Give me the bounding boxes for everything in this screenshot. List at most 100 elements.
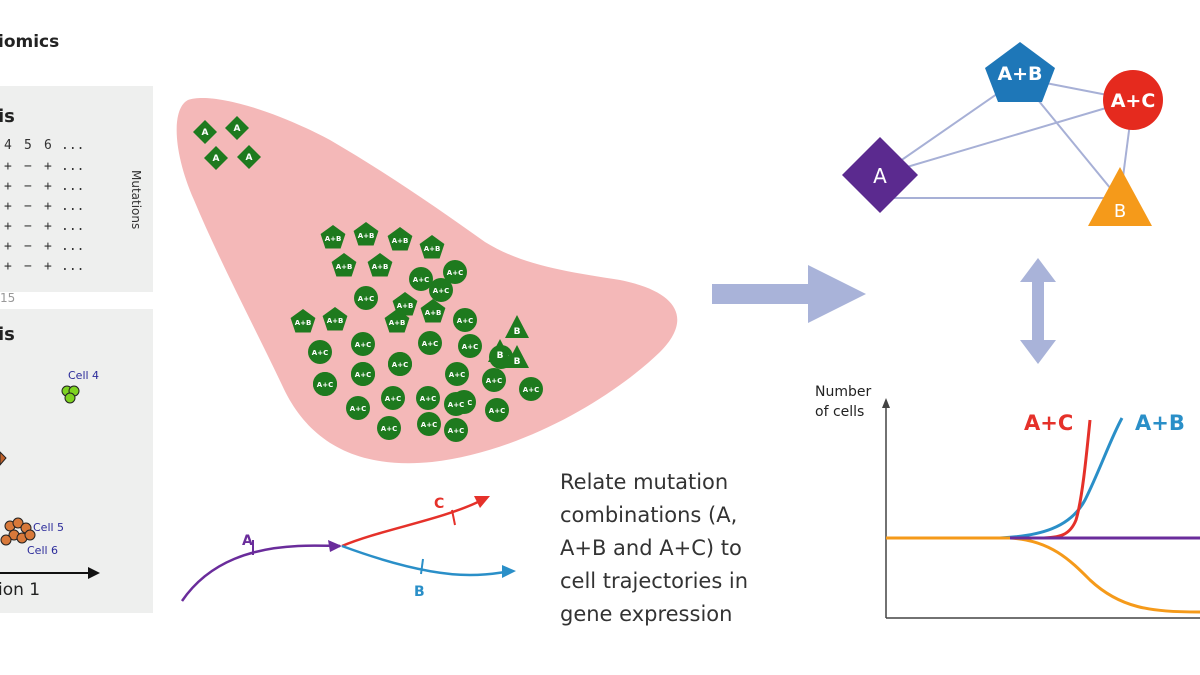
- mutation-network: A A+B A+C B: [842, 42, 1163, 226]
- table-cell: +: [44, 219, 52, 234]
- blob-cell-label: A+C: [523, 386, 539, 394]
- blob-cell-pentagon: [367, 253, 393, 277]
- series-ab-label: A+B: [1135, 411, 1185, 435]
- node-b-label: B: [1114, 201, 1126, 222]
- blob-cell-pentagon: [420, 299, 446, 323]
- table-cell: +: [4, 159, 12, 174]
- blob-cell-circle: [381, 386, 405, 410]
- blob-cell-pentagon: [331, 253, 357, 277]
- dimension1-axis-arrowhead: [88, 567, 100, 579]
- series-ac-label: A+C: [1024, 411, 1073, 435]
- table-cell: ...: [61, 199, 84, 214]
- chart-ylabel-line1: Number: [815, 384, 871, 400]
- caption-line: combinations (A,: [560, 503, 738, 527]
- table-cell: −: [24, 159, 32, 174]
- blob-cell-circle: [308, 340, 332, 364]
- blob-cell-label: A: [246, 153, 253, 163]
- blob-cell-label: A+C: [449, 371, 465, 379]
- blob-cell-triangle: [505, 315, 529, 338]
- blob-cell-diamond: [204, 146, 228, 170]
- blob-cell-circle: [429, 278, 453, 302]
- table-cell: ...: [61, 259, 84, 274]
- col-num-4: 4: [4, 138, 12, 153]
- table-cell: +: [44, 179, 52, 194]
- caption-text: Relate mutation combinations (A, A+B and…: [560, 466, 800, 631]
- left-panel-top-box: [0, 86, 153, 292]
- blob-cell-pentagon: [290, 309, 316, 333]
- blob-cell-label: A+B: [336, 263, 353, 271]
- blob-cell-triangle: [488, 339, 512, 362]
- blob-cell-label: A+B: [327, 317, 344, 325]
- col-num-more: ...: [61, 138, 84, 153]
- trajectory-c-path: [341, 500, 479, 548]
- blob-cell-label: A+C: [358, 295, 374, 303]
- table-cell: +: [4, 219, 12, 234]
- blob-cell-label: A+C: [355, 341, 371, 349]
- blob-cell-label: A+C: [462, 343, 478, 351]
- dimension1-axis-label: ion 1: [0, 580, 40, 600]
- table-cell: +: [44, 199, 52, 214]
- relate-arrow: [712, 265, 866, 323]
- caption-line: gene expression: [560, 602, 733, 626]
- blob-cell-circle: [418, 331, 442, 355]
- blob-cell-label: A+C: [433, 287, 449, 295]
- cell4-cluster: [61, 385, 80, 404]
- node-ac-label: A+C: [1111, 90, 1156, 112]
- blob-cell-pentagon: [384, 309, 410, 333]
- table-cell: −: [24, 179, 32, 194]
- caption-line: A+B and A+C) to: [560, 536, 742, 560]
- blob-cell-circle: [458, 334, 482, 358]
- series-orange-low: [886, 536, 1200, 614]
- double-arrow: [1020, 258, 1056, 364]
- blob-cell-circle: [444, 418, 468, 442]
- table-cell: ...: [61, 219, 84, 234]
- blob-cell-label: A: [234, 124, 241, 134]
- cell5-label: Cell 5: [33, 521, 64, 534]
- blob-cell-pentagon: [392, 292, 418, 316]
- table-cell: +: [44, 159, 52, 174]
- blob-cell-circle: [485, 398, 509, 422]
- blob-cell-label: A+B: [389, 319, 406, 327]
- blob-cell-label: A+B: [424, 245, 441, 253]
- blob-cell-circle: [416, 386, 440, 410]
- trajectory-a-arrowhead: [328, 540, 342, 552]
- blob-cell-pentagon: [419, 235, 445, 259]
- blob-cell-label: A+C: [385, 395, 401, 403]
- table-cell: −: [24, 199, 32, 214]
- blob-cell-label: B: [514, 357, 521, 367]
- blob-cell-diamond: [193, 120, 217, 144]
- blob-cell-circle: [444, 392, 468, 416]
- blob-cell-circle: [346, 396, 370, 420]
- trajectory-diagram: A C B: [180, 496, 516, 602]
- table-cell: ...: [61, 239, 84, 254]
- blob-cell-circle: [377, 416, 401, 440]
- chart-ylabel-line2: of cells: [815, 404, 864, 420]
- blob-cell-label: A+C: [355, 371, 371, 379]
- left-panel-bottom-heading: is: [0, 324, 15, 345]
- trajectory-b-path: [341, 544, 506, 577]
- left-panel-bottom-box: [0, 309, 153, 613]
- table-cell: −: [24, 259, 32, 274]
- trajectory-c-arrowhead: [474, 496, 490, 508]
- blob-cell-label: A+C: [448, 427, 464, 435]
- blob-cell-label: B: [514, 327, 521, 337]
- table-cell: −: [24, 239, 32, 254]
- table-cell: +: [4, 199, 12, 214]
- left-panel: iomics is 4 5 6 ... +−+...+−+...+−+...+−…: [0, 32, 153, 613]
- trajectory-c-label: C: [434, 496, 444, 512]
- blob-cell-label: A+B: [358, 232, 375, 240]
- table-cell: ...: [61, 159, 84, 174]
- blob-cell-circle: [417, 412, 441, 436]
- series-blue-ab: [886, 417, 1124, 540]
- mutations-axis-label: Mutations: [129, 170, 143, 229]
- blob-cell-label: A: [202, 128, 209, 138]
- separator-number: 15: [0, 291, 15, 305]
- blob-cell-circle: [445, 362, 469, 386]
- node-a-label: A: [873, 164, 887, 188]
- blob-cell-circle: [443, 260, 467, 284]
- edge-a-ac: [879, 99, 1134, 176]
- blob-cell-label: A+C: [350, 405, 366, 413]
- table-cell: ...: [61, 179, 84, 194]
